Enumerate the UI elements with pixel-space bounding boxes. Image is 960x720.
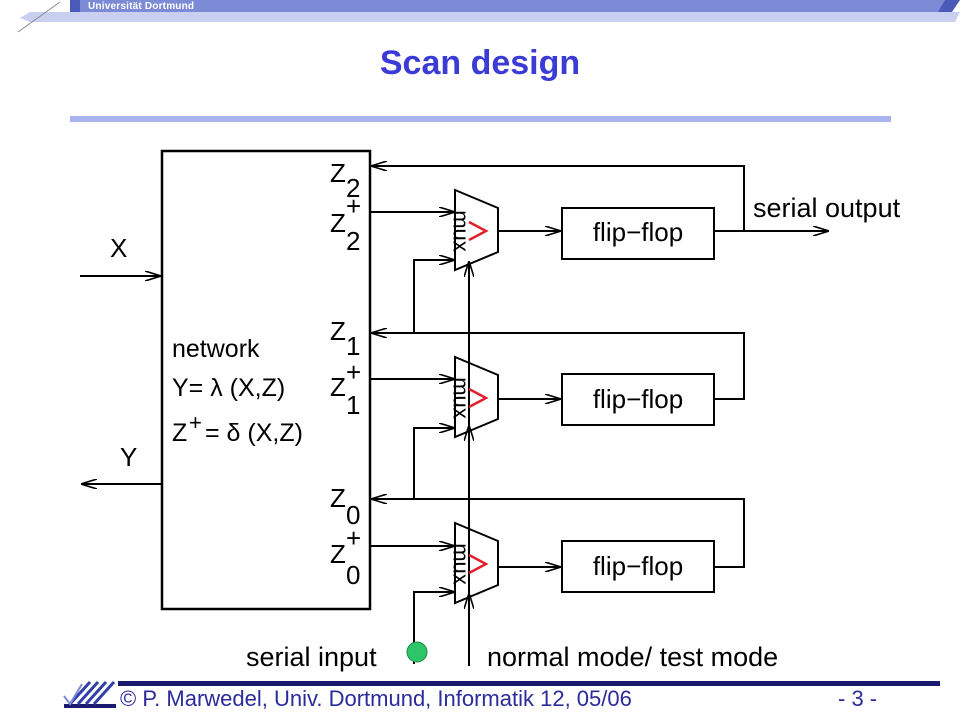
flipflop-2 bbox=[561, 207, 715, 260]
footer-credit: © P. Marwedel, Univ. Dortmund, Informati… bbox=[120, 686, 632, 711]
mux-2-triangle bbox=[468, 220, 489, 242]
mux-0-triangle bbox=[468, 553, 489, 575]
mux-0-label: mux bbox=[449, 543, 474, 585]
z1-label: Z bbox=[330, 316, 346, 346]
mux-0 bbox=[454, 521, 499, 605]
z2-label: Z bbox=[330, 158, 346, 188]
mux-1-triangle bbox=[468, 387, 489, 409]
input-x-label: X bbox=[110, 233, 127, 263]
z0-label: Z bbox=[330, 483, 346, 513]
feedback-z2 bbox=[372, 166, 745, 231]
university-label: Universität Dortmund bbox=[88, 1, 195, 12]
network-eq-z-base: Z bbox=[172, 419, 187, 447]
network-label: network bbox=[172, 335, 260, 363]
z1plus-label: Z bbox=[330, 372, 346, 402]
footer-rule bbox=[118, 681, 940, 686]
mux-1 bbox=[454, 355, 499, 439]
z1-index: 1 bbox=[346, 331, 360, 361]
z0plus-label: Z bbox=[330, 539, 346, 569]
flipflop-2-label: flip−flop bbox=[593, 217, 683, 247]
z0plus-sup: + bbox=[346, 523, 361, 553]
flipflop-0-label: flip−flop bbox=[593, 551, 683, 581]
scan-path-0 bbox=[413, 428, 454, 499]
z2-index: 2 bbox=[346, 173, 360, 203]
mux-2 bbox=[454, 188, 499, 272]
output-y-label: Y bbox=[120, 442, 137, 472]
flipflop-1-label: flip−flop bbox=[593, 384, 683, 414]
top-banner bbox=[17, 0, 960, 33]
z2plus-label: Z bbox=[330, 208, 346, 238]
page-number: - 3 - bbox=[838, 686, 878, 711]
mode-label: normal mode/ test mode bbox=[487, 642, 778, 672]
feedback-z0 bbox=[372, 499, 745, 568]
scan-path-1 bbox=[413, 260, 454, 333]
z2plus-sup: + bbox=[346, 191, 361, 221]
serial-output-label: serial output bbox=[753, 193, 901, 223]
network-eq-y: Y= λ (X,Z) bbox=[172, 374, 285, 402]
university-logo bbox=[63, 680, 116, 708]
serial-input-label: serial input bbox=[246, 642, 377, 672]
feedback-z1 bbox=[372, 333, 745, 400]
z1plus-index: 1 bbox=[346, 390, 360, 420]
network-eq-z-plus: + bbox=[189, 410, 202, 435]
slide-title: Scan design bbox=[379, 44, 581, 82]
serial-input-dot bbox=[406, 641, 428, 663]
serial-input-line bbox=[413, 592, 454, 664]
z0-index: 0 bbox=[346, 500, 360, 530]
network-eq-z-rest: = δ (X,Z) bbox=[205, 419, 303, 447]
title-rule bbox=[70, 116, 891, 122]
mux-1-label: mux bbox=[449, 377, 474, 419]
z0plus-index: 0 bbox=[346, 560, 360, 590]
z1plus-sup: + bbox=[346, 357, 361, 387]
mux-2-label: mux bbox=[449, 210, 474, 252]
z2plus-index: 2 bbox=[346, 226, 360, 256]
